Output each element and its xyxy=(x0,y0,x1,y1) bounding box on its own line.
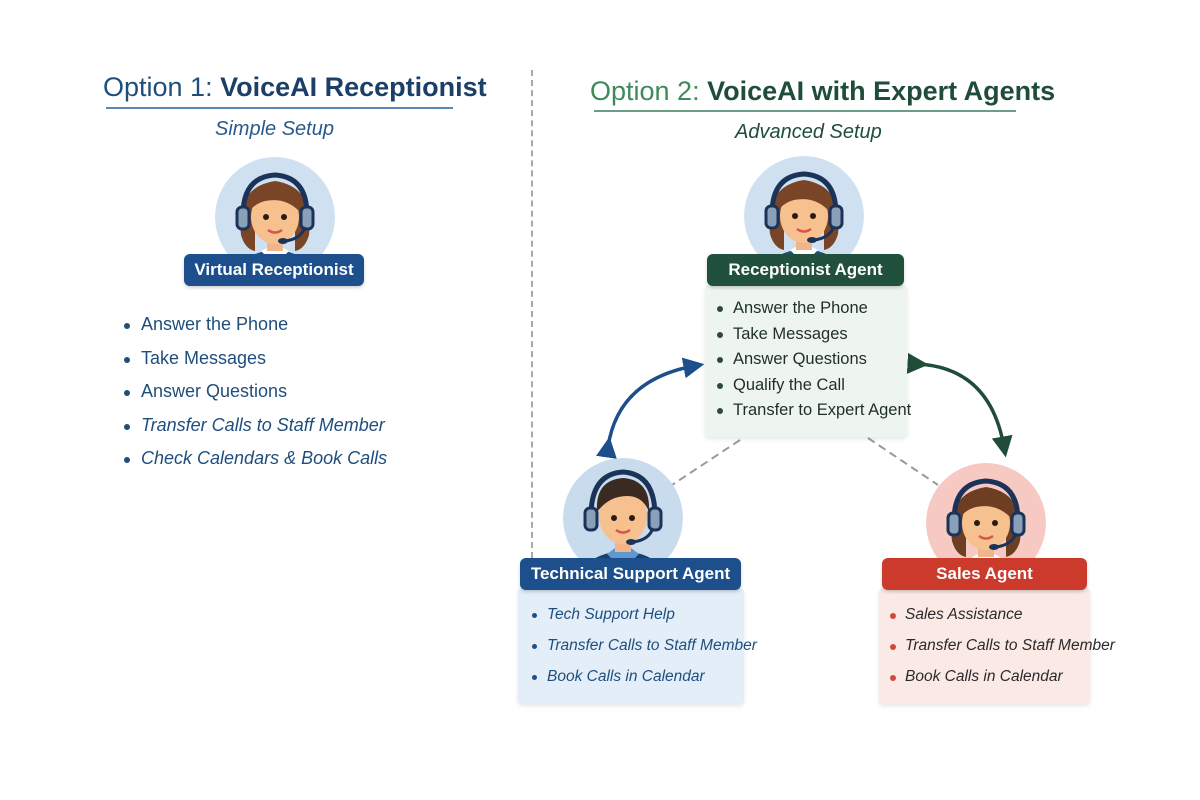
dashed-connector-sales xyxy=(867,437,939,486)
sales-agent-card: Sales Assistance Transfer Calls to Staff… xyxy=(879,588,1115,704)
list-item: Sales Assistance xyxy=(890,606,1115,637)
list-item: Take Messages xyxy=(124,348,387,382)
option2-title-prefix: Option 2: xyxy=(590,76,700,106)
receptionist-agent-card: Answer the Phone Take Messages Answer Qu… xyxy=(705,285,911,437)
list-item: Book Calls in Calendar xyxy=(532,668,757,699)
bidirectional-arrow-sales xyxy=(906,352,1013,458)
option2-title: Option 2: VoiceAI with Expert Agents xyxy=(590,76,1055,107)
list-item: Transfer Calls to Staff Member xyxy=(890,637,1115,668)
virtual-receptionist-label: Virtual Receptionist xyxy=(184,254,364,286)
list-item: Answer the Phone xyxy=(717,299,911,325)
sales-agent-label: Sales Agent xyxy=(882,558,1087,590)
list-item: Tech Support Help xyxy=(532,606,757,637)
bullet-icon xyxy=(717,306,723,312)
list-item: Check Calendars & Book Calls xyxy=(124,448,387,482)
dashed-connector-tech xyxy=(671,439,741,486)
option1-task-list: Answer the Phone Take Messages Answer Qu… xyxy=(124,314,387,482)
bidirectional-arrow-tech xyxy=(596,357,705,459)
option2-subtitle: Advanced Setup xyxy=(735,121,882,143)
female-agent-headset-icon xyxy=(215,157,335,277)
option1-title: Option 1: VoiceAI Receptionist xyxy=(103,72,487,103)
option2-title-main: VoiceAI with Expert Agents xyxy=(707,76,1056,106)
list-item: Book Calls in Calendar xyxy=(890,668,1115,699)
bullet-icon xyxy=(532,613,537,618)
technical-support-task-list: Tech Support Help Transfer Calls to Staf… xyxy=(532,606,757,699)
bullet-icon xyxy=(124,356,130,363)
bullet-icon xyxy=(124,457,130,463)
option2-title-underline xyxy=(594,110,1016,112)
list-item: Transfer Calls to Staff Member xyxy=(124,415,387,449)
bullet-icon xyxy=(717,408,723,415)
list-item: Transfer Calls to Staff Member xyxy=(532,637,757,668)
list-item: Answer the Phone xyxy=(124,314,387,348)
sales-task-list: Sales Assistance Transfer Calls to Staff… xyxy=(890,606,1115,699)
list-item: Answer Questions xyxy=(717,350,911,376)
bullet-icon xyxy=(532,675,537,680)
bullet-icon xyxy=(890,644,896,650)
receptionist-task-list: Answer the Phone Take Messages Answer Qu… xyxy=(717,299,911,427)
option1-title-underline xyxy=(106,107,453,109)
bullet-icon xyxy=(890,613,896,619)
receptionist-agent-label: Receptionist Agent xyxy=(707,254,904,286)
list-item: Take Messages xyxy=(717,325,911,351)
list-item: Qualify the Call xyxy=(717,376,911,402)
option1-title-prefix: Option 1: xyxy=(103,72,213,102)
option1-subtitle: Simple Setup xyxy=(215,118,334,140)
bullet-icon xyxy=(717,357,723,364)
list-item: Answer Questions xyxy=(124,381,387,415)
technical-support-card: Tech Support Help Transfer Calls to Staf… xyxy=(518,588,757,704)
bullet-icon xyxy=(717,331,723,338)
option1-title-main: VoiceAI Receptionist xyxy=(220,72,487,102)
list-item: Transfer to Expert Agent xyxy=(717,401,911,427)
bullet-icon xyxy=(124,423,130,430)
bullet-icon xyxy=(124,390,130,396)
technical-support-agent-label: Technical Support Agent xyxy=(520,558,741,590)
option-divider xyxy=(531,70,533,558)
bullet-icon xyxy=(124,323,130,329)
bullet-icon xyxy=(717,382,723,389)
bullet-icon xyxy=(890,675,896,681)
bullet-icon xyxy=(532,644,537,649)
